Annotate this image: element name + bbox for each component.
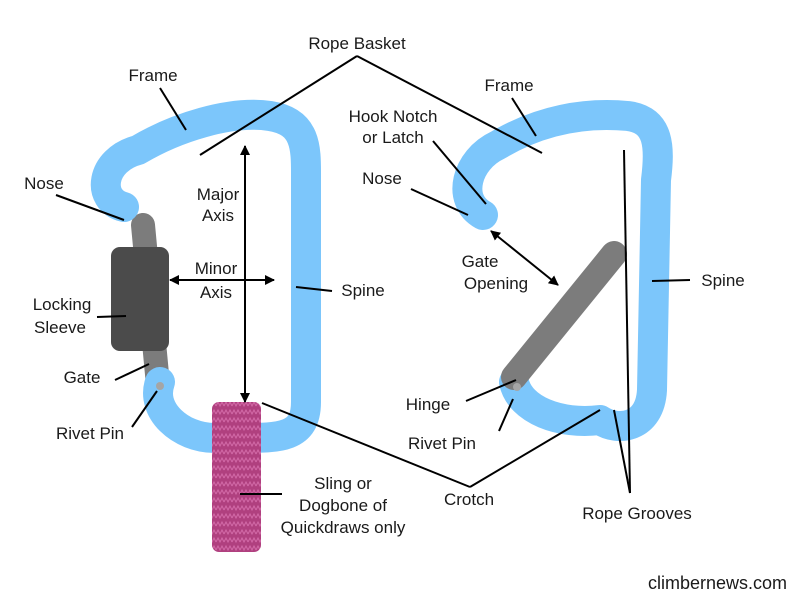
label-nose-left: Nose <box>24 174 64 193</box>
label-spine-left: Spine <box>341 281 384 300</box>
label-hook-notch-2: or Latch <box>362 128 423 147</box>
right-rivet-pin <box>513 383 521 391</box>
label-nose-right: Nose <box>362 169 402 188</box>
label-hinge: Hinge <box>406 395 450 414</box>
label-rivet-pin-right: Rivet Pin <box>408 434 476 453</box>
label-major-axis-2: Axis <box>202 206 234 225</box>
label-locking-sleeve-2: Sleeve <box>34 318 86 337</box>
label-frame-right: Frame <box>484 76 533 95</box>
label-rope-grooves: Rope Grooves <box>582 504 692 523</box>
right-carabiner <box>452 100 673 441</box>
label-sling-3: Quickdraws only <box>281 518 406 537</box>
left-frame <box>90 99 322 453</box>
right-gate <box>501 241 627 390</box>
label-gate-opening-1: Gate <box>462 252 499 271</box>
label-minor-axis-1: Minor <box>195 259 238 278</box>
label-rivet-pin-left: Rivet Pin <box>56 424 124 443</box>
label-locking-sleeve-1: Locking <box>33 295 92 314</box>
label-gate-left: Gate <box>64 368 101 387</box>
label-frame-left: Frame <box>128 66 177 85</box>
label-spine-right: Spine <box>701 271 744 290</box>
labels: Rope Basket Frame Frame Hook Notch or La… <box>24 34 787 593</box>
label-sling-1: Sling or <box>314 474 372 493</box>
label-rope-basket: Rope Basket <box>308 34 406 53</box>
label-sling-2: Dogbone of <box>299 496 387 515</box>
label-major-axis-1: Major <box>197 185 240 204</box>
sling <box>212 402 261 552</box>
label-minor-axis-2: Axis <box>200 283 232 302</box>
left-rivet-pin <box>156 382 164 390</box>
credit-text: climbernews.com <box>648 573 787 593</box>
label-gate-opening-2: Opening <box>464 274 528 293</box>
left-carabiner <box>90 99 322 552</box>
leader-lines <box>55 55 691 495</box>
right-frame <box>452 100 673 441</box>
locking-sleeve <box>111 247 169 351</box>
label-hook-notch-1: Hook Notch <box>349 107 438 126</box>
label-crotch: Crotch <box>444 490 494 509</box>
